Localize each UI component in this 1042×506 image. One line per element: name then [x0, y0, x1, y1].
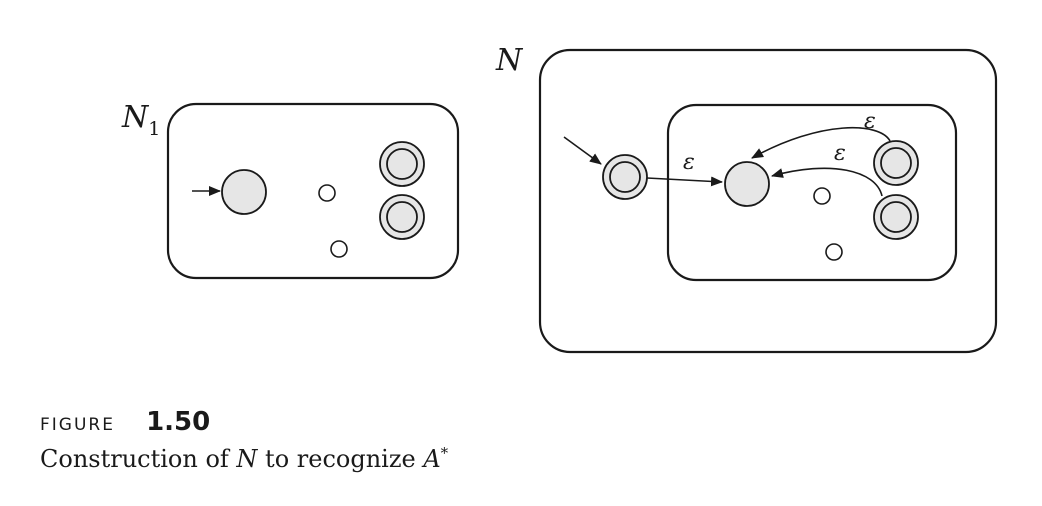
machine-n1-copy-box [666, 103, 958, 282]
machine-n1-box [166, 102, 460, 280]
epsilon-label: ε [683, 150, 695, 175]
figure-heading: FIGURE 1.50 [40, 406, 940, 438]
accept-state [873, 194, 919, 240]
caption-text-middle: to recognize [257, 445, 424, 473]
figure-word: FIGURE [40, 408, 115, 436]
machine-n1-label: N1 [121, 100, 160, 140]
internal-state [318, 184, 336, 202]
caption-star: * [440, 444, 449, 462]
accept-state [873, 140, 919, 186]
figure-number: 1.50 [146, 407, 211, 437]
new-start-arrow [563, 136, 602, 165]
accept-state [379, 141, 425, 187]
epsilon-label: ε [864, 109, 876, 134]
machine-n-label: N [495, 43, 524, 78]
caption-text-before: Construction of [40, 445, 237, 473]
internal-state [330, 240, 348, 258]
caption-language: A [423, 445, 441, 473]
machine-n1: N1 [121, 100, 460, 280]
new-start-accept-state [602, 154, 648, 200]
internal-state [825, 243, 843, 261]
epsilon-transition [751, 127, 891, 159]
start-state [221, 169, 267, 215]
caption-text: Construction of N to recognize A* [40, 444, 940, 473]
epsilon-transition [771, 167, 883, 197]
epsilon-label: ε [834, 141, 846, 166]
machine-n: N ε ε ε [495, 43, 998, 354]
machine-n-outer-box [538, 48, 998, 354]
old-start-state [724, 161, 770, 207]
internal-state [813, 187, 831, 205]
caption-machine: N [236, 445, 258, 473]
epsilon-transition [646, 176, 723, 187]
nfa-construction-diagram: N1 N ε [121, 43, 998, 354]
figure-caption: FIGURE 1.50 Construction of N to recogni… [40, 406, 940, 473]
accept-state [379, 194, 425, 240]
